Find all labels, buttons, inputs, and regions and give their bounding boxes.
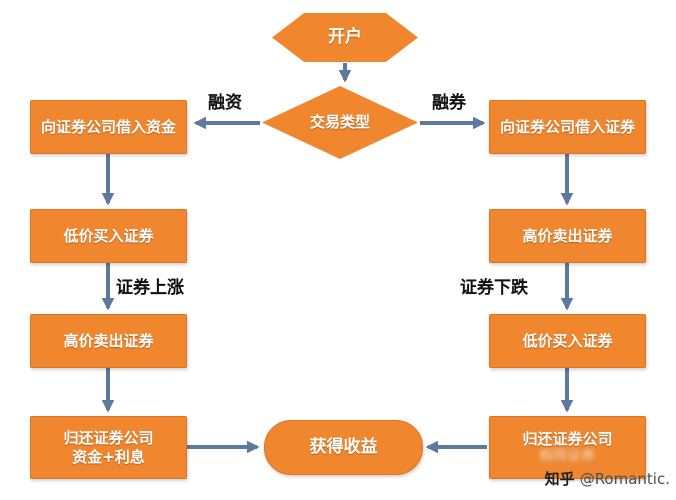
node-right-buy-low: 低价买入证券: [489, 314, 646, 368]
node-start-label: 开户: [328, 26, 362, 47]
node-left-sell-high: 高价卖出证券: [30, 314, 187, 368]
edge-label-securities-lending: 融券: [432, 93, 466, 113]
node-end-label: 获得收益: [309, 436, 378, 457]
node-label: 低价买入证券: [522, 331, 613, 350]
watermark: 知乎@Romantic.: [545, 468, 670, 489]
edge-label-price-rise: 证券上涨: [116, 278, 184, 298]
node-label-line1: 归还证券公司: [63, 428, 154, 447]
node-label-line2: 资金+利息: [72, 447, 145, 466]
node-label: 高价卖出证券: [522, 226, 613, 245]
node-right-return: 归还证券公司 相同证券: [489, 416, 646, 479]
node-left-repay: 归还证券公司 资金+利息: [30, 416, 187, 479]
node-end-profit: 获得收益: [264, 420, 423, 475]
node-right-borrow-securities: 向证券公司借入证券: [489, 100, 646, 154]
node-decision-label: 交易类型: [309, 113, 370, 132]
edge-label-price-fall: 证券下跌: [460, 278, 528, 298]
node-start: 开户: [272, 13, 418, 62]
node-label-line2-blurred: 相同证券: [539, 448, 596, 464]
node-right-sell-high: 高价卖出证券: [489, 209, 646, 263]
watermark-handle: @Romantic.: [579, 470, 670, 488]
node-label: 向证券公司借入资金: [40, 117, 176, 136]
watermark-brand: 知乎: [544, 470, 575, 488]
node-label-line1: 归还证券公司: [522, 430, 613, 448]
node-left-borrow-funds: 向证券公司借入资金: [30, 100, 187, 154]
edge-label-financing: 融资: [208, 93, 242, 113]
node-left-buy-low: 低价买入证券: [30, 209, 187, 263]
node-decision: 交易类型: [262, 86, 418, 159]
node-label: 高价卖出证券: [63, 331, 154, 350]
node-label: 低价买入证券: [63, 226, 154, 245]
node-label: 向证券公司借入证券: [499, 117, 635, 136]
